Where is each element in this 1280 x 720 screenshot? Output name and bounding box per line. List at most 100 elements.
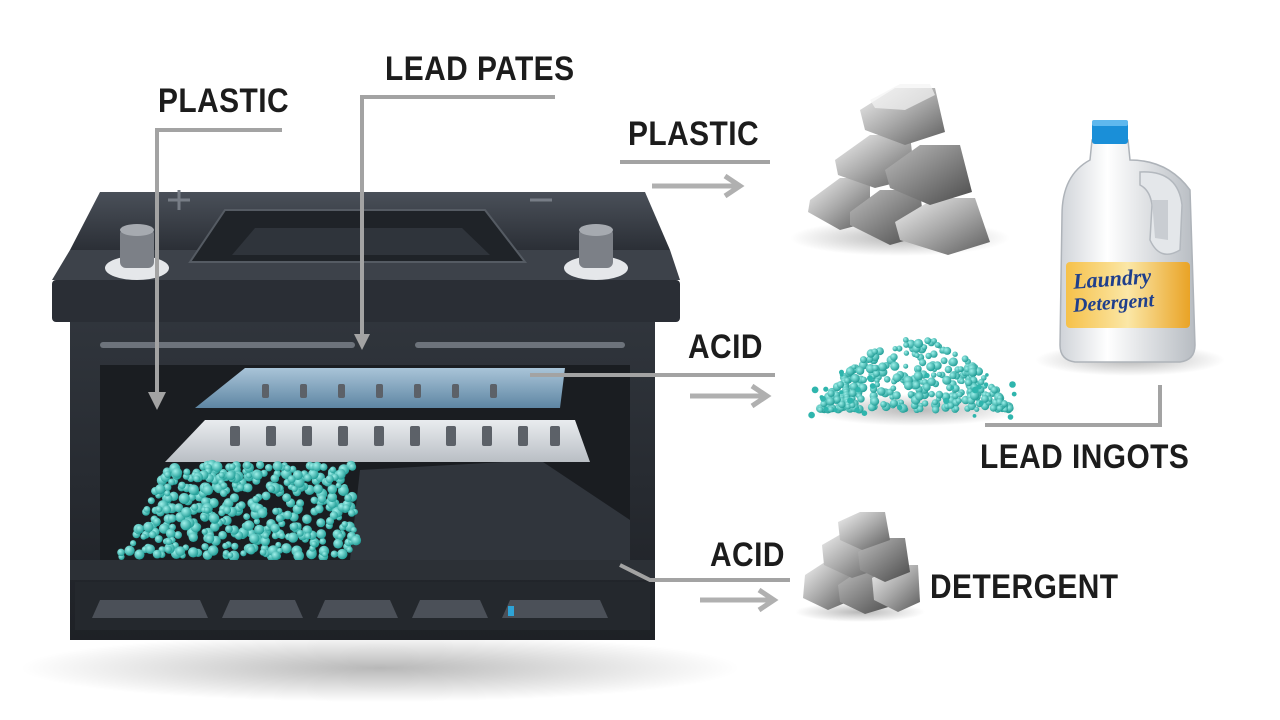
- pellet: [948, 357, 958, 367]
- pellet: [278, 532, 286, 540]
- battery-base-top: [70, 560, 655, 580]
- pellet: [874, 377, 880, 384]
- pellet: [915, 392, 924, 401]
- pellet: [147, 497, 155, 505]
- pellet: [249, 533, 260, 544]
- pellet: [875, 347, 884, 356]
- label-acid-bottom: ACID: [710, 536, 785, 574]
- pellet: [921, 344, 928, 351]
- pellet: [341, 521, 348, 528]
- pellet: [916, 405, 924, 413]
- pellet: [874, 382, 880, 388]
- pellet: [845, 366, 855, 376]
- label-lead-ingots: LEAD INGOTS: [980, 438, 1190, 476]
- pellet: [319, 538, 327, 545]
- pellet: [220, 482, 228, 490]
- pellet: [827, 406, 834, 413]
- pellet: [207, 545, 219, 556]
- terminal-right: [564, 224, 628, 280]
- pellet: [978, 400, 984, 406]
- pellet: [317, 494, 327, 504]
- pellet: [949, 372, 957, 380]
- pellet: [860, 376, 867, 383]
- pellet: [912, 381, 921, 390]
- pellet: [851, 364, 857, 370]
- pellet: [903, 380, 914, 391]
- pellet: [203, 506, 211, 514]
- pellet: [245, 472, 252, 479]
- pellet: [310, 540, 318, 548]
- pellet: [270, 523, 280, 533]
- pellet: [1007, 414, 1014, 420]
- pellet: [823, 386, 829, 392]
- pellet: [281, 543, 292, 554]
- pellet: [293, 550, 305, 562]
- pellet: [943, 346, 952, 355]
- pellet: [188, 532, 198, 542]
- pellet: [348, 509, 356, 517]
- pellet: [860, 356, 867, 364]
- pellet: [330, 550, 338, 558]
- pellet: [287, 475, 296, 483]
- pellet: [306, 548, 317, 560]
- pellet: [287, 532, 299, 543]
- pellet-pile: [808, 337, 1020, 426]
- pellet: [969, 390, 980, 401]
- pellet: [972, 386, 979, 394]
- pellet: [350, 526, 357, 533]
- pellet: [135, 524, 145, 534]
- pellet: [850, 373, 860, 383]
- pellet: [940, 357, 948, 365]
- pellet: [892, 373, 902, 383]
- pellet: [961, 355, 969, 363]
- pellet: [946, 384, 954, 392]
- pellet: [820, 395, 826, 402]
- pellet: [143, 521, 154, 533]
- label-plastic-left: PLASTIC: [158, 82, 290, 120]
- pellet: [254, 524, 265, 535]
- detergent-bottle: [1035, 120, 1225, 376]
- battery-lid-band: [52, 280, 680, 322]
- pellet: [168, 478, 176, 486]
- pellet: [163, 483, 172, 492]
- pellet: [877, 387, 886, 396]
- pellet: [811, 386, 819, 394]
- pellet: [898, 399, 904, 405]
- pellet: [174, 503, 184, 513]
- pellet: [153, 517, 161, 526]
- pellet: [162, 505, 172, 514]
- pellet: [256, 460, 265, 470]
- pellet: [124, 545, 135, 556]
- pellet: [210, 522, 220, 532]
- pellet: [338, 485, 349, 496]
- pellet: [180, 519, 192, 531]
- pellet: [889, 399, 898, 408]
- pellet: [956, 391, 963, 398]
- pellet: [855, 366, 865, 375]
- pellet: [228, 463, 236, 471]
- pellet: [296, 529, 304, 537]
- pellet: [229, 493, 239, 503]
- pellet: [942, 375, 952, 385]
- pellet: [293, 477, 305, 488]
- pellet: [218, 472, 225, 479]
- pellet: [903, 350, 910, 356]
- pellet: [193, 475, 201, 483]
- pellet: [303, 474, 312, 482]
- pellet: [253, 518, 260, 525]
- pellet: [302, 514, 312, 524]
- pellet: [892, 346, 898, 352]
- pellet: [231, 542, 239, 550]
- pellet: [854, 407, 860, 413]
- pellet: [930, 372, 937, 378]
- pellet: [914, 352, 920, 358]
- pellet: [327, 492, 338, 503]
- pellet: [327, 499, 337, 509]
- pellet: [903, 342, 909, 348]
- pellet: [1001, 400, 1008, 408]
- pellet: [225, 470, 236, 481]
- pellet: [145, 544, 155, 554]
- pellet: [978, 378, 985, 386]
- pellet: [329, 466, 337, 474]
